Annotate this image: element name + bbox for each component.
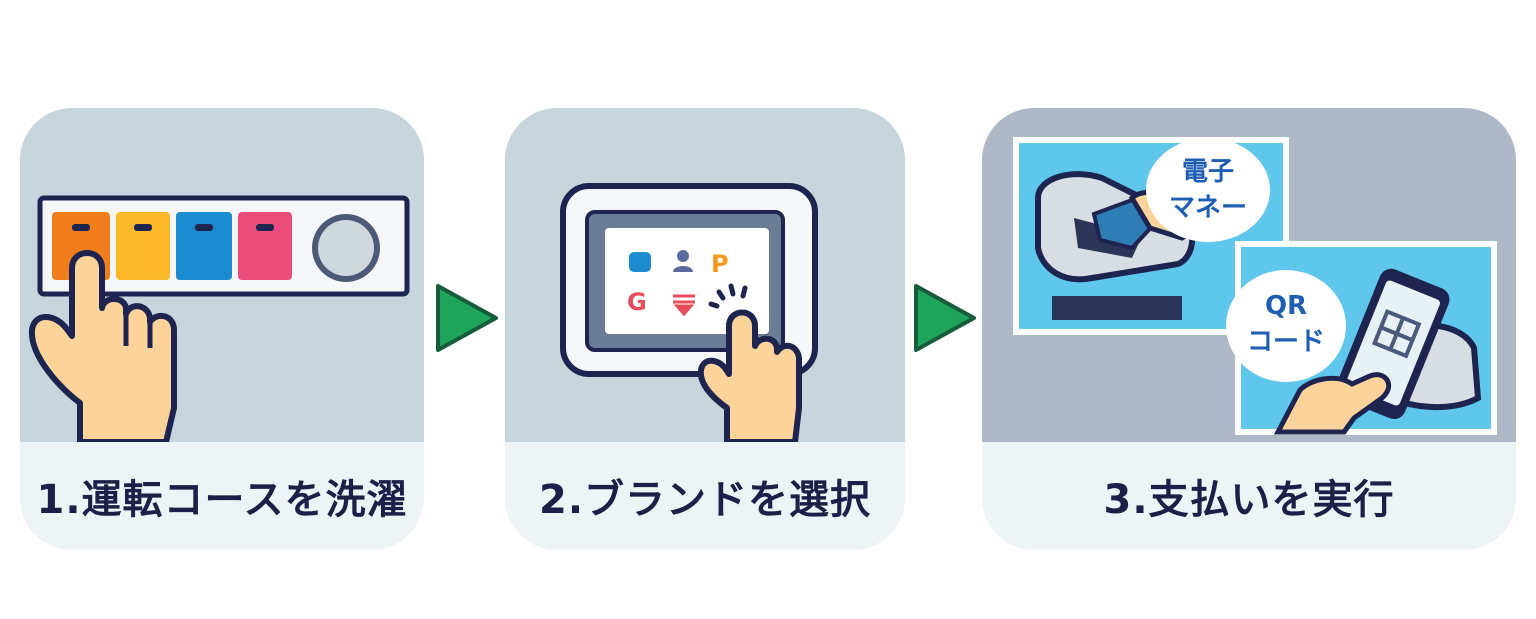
course-button-blue[interactable] (176, 212, 232, 280)
qr-label-line2: コード (1247, 327, 1325, 357)
emoney-speech-bubble (1146, 138, 1270, 242)
course-button-yellow[interactable] (116, 212, 170, 280)
brand-user-icon[interactable] (677, 250, 689, 262)
emoney-panel[interactable]: 電子 マネー (1013, 137, 1289, 335)
step-1-illustration (20, 108, 424, 442)
qr-speech-bubble (1226, 270, 1346, 382)
tap-burst-icon (708, 283, 748, 309)
emoney-label-line2: マネー (1169, 193, 1247, 223)
brand-g-icon[interactable]: G (627, 288, 647, 316)
qr-label-line1: QR (1265, 291, 1307, 321)
qr-panel[interactable]: QR コード (1226, 241, 1497, 435)
emoney-label-line1: 電子 (1182, 157, 1234, 187)
brand-p-icon[interactable]: P (711, 250, 729, 278)
step-3-illustration: 電子 マネー QR コード (982, 108, 1516, 442)
hand-tapping-icon (697, 309, 802, 442)
brand-red-icon[interactable] (673, 294, 695, 317)
step-2-illustration: P G (505, 108, 905, 442)
hand-pointing-icon (28, 250, 177, 442)
next-arrow-icon (914, 284, 976, 352)
step-3-label: 3.支払いを実行 (1103, 477, 1395, 523)
qr-code-icon (1371, 308, 1422, 359)
step-1-card: 1.運転コースを洗濯 (20, 108, 424, 550)
step-1-label: 1.運転コースを洗濯 (36, 477, 408, 523)
brand-blue-icon[interactable] (629, 252, 651, 272)
course-button-pink[interactable] (238, 212, 292, 280)
step-2-label: 2.ブランドを選択 (538, 477, 872, 523)
step-2-card: P G 2.ブランドを選択 (505, 108, 905, 550)
next-arrow-icon (436, 284, 498, 352)
step-3-card: 電子 マネー QR コード (982, 108, 1516, 550)
